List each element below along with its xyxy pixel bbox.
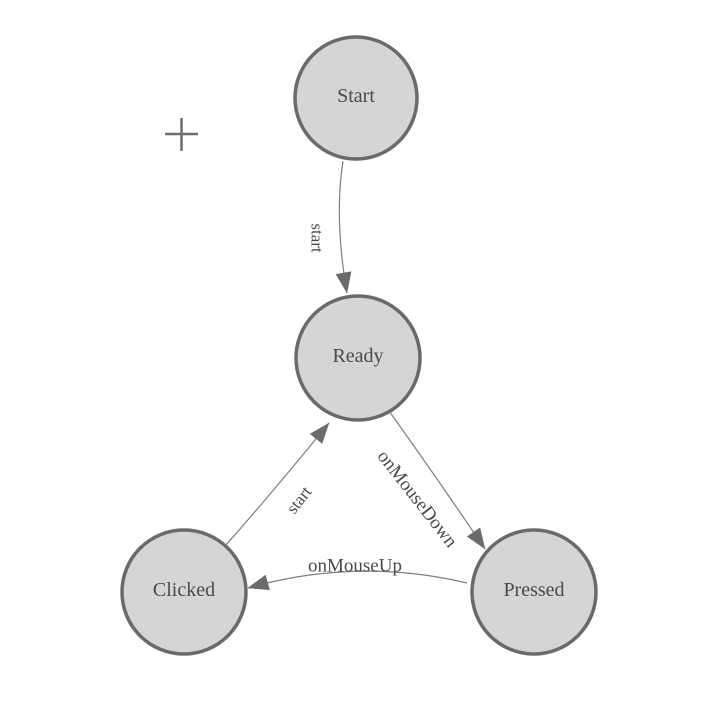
edge-start-to-ready: start [308, 160, 352, 294]
edge-clicked-to-ready-line[interactable] [223, 422, 330, 548]
edge-clicked-to-ready-label: start [283, 482, 316, 517]
state-node-start: Start [293, 35, 419, 161]
state-node-clicked: Clicked [120, 528, 248, 656]
state-node-pressed: Pressed [470, 528, 598, 656]
edge-ready-to-pressed-line[interactable] [388, 410, 486, 550]
state-circle-pressed[interactable] [470, 528, 598, 656]
state-label-pressed: Pressed [503, 579, 564, 601]
state-label-ready: Ready [332, 345, 383, 367]
state-circle-start[interactable] [293, 35, 419, 161]
edge-ready-to-pressed-label: onMouseDown [373, 446, 462, 552]
plus-crosshair-icon [165, 118, 198, 151]
state-label-clicked: Clicked [153, 579, 215, 601]
state-label-start: Start [337, 85, 375, 107]
edge-clicked-to-ready: start [223, 422, 330, 548]
state-circle-ready[interactable] [294, 294, 422, 422]
edge-pressed-to-clicked-label: onMouseUp [308, 556, 402, 577]
edge-pressed-to-clicked: onMouseUp [247, 556, 468, 591]
edge-start-to-ready-label: start [308, 223, 327, 253]
state-circle-clicked[interactable] [120, 528, 248, 656]
edge-ready-to-pressed: onMouseDown [373, 410, 486, 552]
edge-pressed-to-clicked-line[interactable] [247, 570, 468, 591]
state-node-ready: Ready [294, 294, 422, 422]
edge-start-to-ready-line[interactable] [335, 160, 352, 294]
